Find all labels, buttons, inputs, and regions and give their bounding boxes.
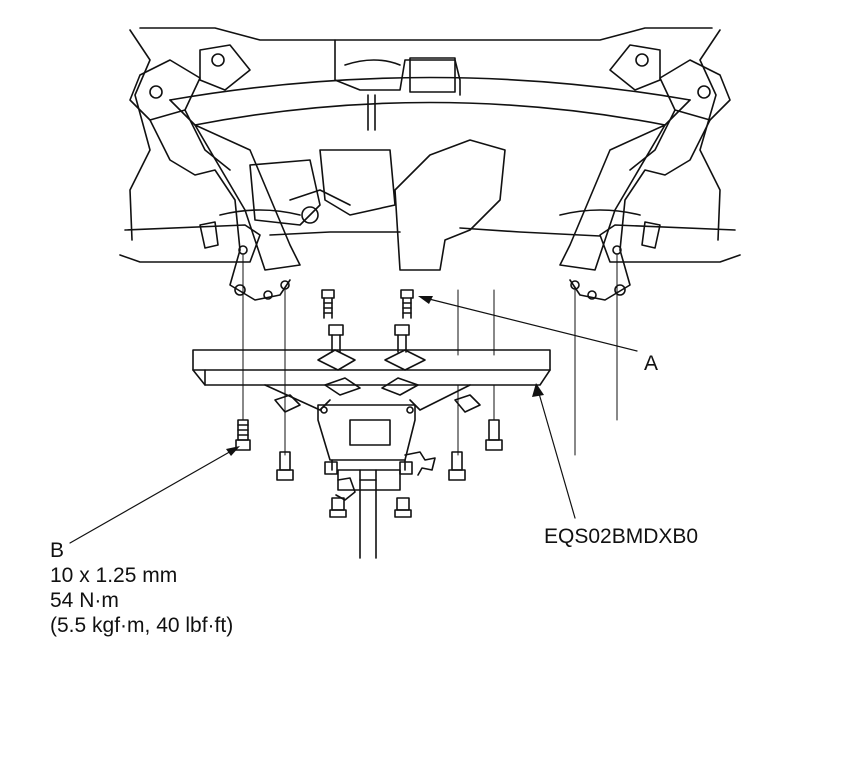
bolt-torque-alt-text: (5.5 kgf·m, 40 lbf·ft) [50,614,234,637]
bolt-b [235,419,251,451]
callout-b-label: B [50,539,65,562]
leader-lines [69,297,638,544]
bolt-mid-right [394,324,410,353]
bolt-lower-6 [399,461,413,475]
jack-head-assembly [317,404,436,559]
bolt-torque-text: 54 N·m [50,589,119,612]
bolt-mid-left [328,324,344,353]
jack-support-beam [192,349,551,413]
lower-bolts [235,419,503,518]
arrowheads [226,296,544,456]
bolt-lower-8 [394,497,412,518]
bolt-lower-4 [485,419,503,451]
bolt-upper-left [321,289,335,319]
figure-code-label: EQS02BMDXB0 [544,525,699,548]
arrowhead-a [418,296,433,304]
arrowhead-b [226,446,240,456]
leader-code [537,389,576,519]
bolt-lower-7 [329,497,347,518]
bolt-lower-2 [276,451,294,481]
bolt-lower-3 [448,451,466,481]
arrowhead-code [532,383,544,397]
callout-a-label: A [644,352,659,375]
leader-b [69,449,234,544]
bolt-size-text: 10 x 1.25 mm [50,564,178,587]
bolt-b-spec: B 10 x 1.25 mm 54 N·m (5.5 kgf·m, 40 lbf… [50,538,233,638]
vehicle-underbody [119,27,741,301]
leader-a [424,297,638,352]
bolt-upper-right [400,289,414,319]
upper-mount-bolts [321,289,414,353]
bolt-lower-5 [324,461,338,475]
alignment-lines [242,254,618,456]
